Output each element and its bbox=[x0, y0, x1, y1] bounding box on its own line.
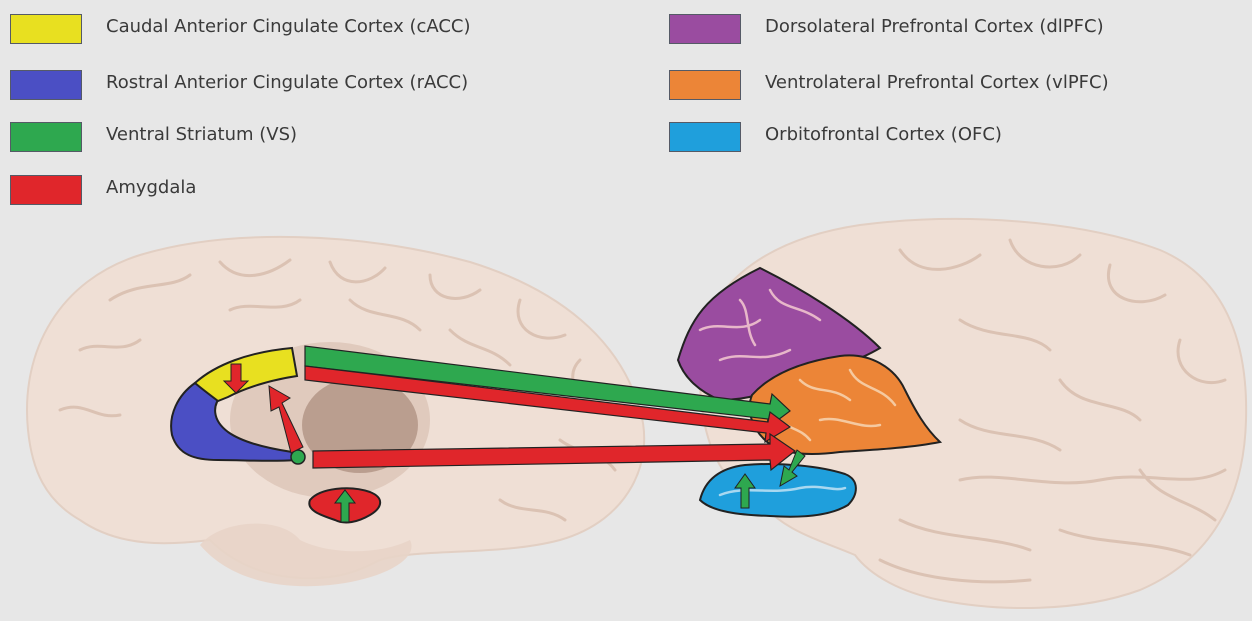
legend-label-ofc: Orbitofrontal Cortex (OFC) bbox=[765, 124, 1002, 145]
legend-swatch-racc bbox=[10, 70, 82, 100]
legend-swatch-amygdala bbox=[10, 175, 82, 205]
legend-label-vlpfc: Ventrolateral Prefrontal Cortex (vlPFC) bbox=[765, 72, 1109, 93]
medial-brain-view bbox=[27, 237, 644, 586]
ofc-region bbox=[700, 464, 856, 517]
legend-swatch-cacc bbox=[10, 14, 82, 44]
legend-swatch-vlpfc bbox=[669, 70, 741, 100]
legend-swatch-vs bbox=[10, 122, 82, 152]
legend-label-amygdala: Amygdala bbox=[106, 177, 196, 198]
legend-swatch-dlpfc bbox=[669, 14, 741, 44]
legend-swatch-ofc bbox=[669, 122, 741, 152]
legend-label-vs: Ventral Striatum (VS) bbox=[106, 124, 297, 145]
legend-label-racc: Rostral Anterior Cingulate Cortex (rACC) bbox=[106, 72, 468, 93]
legend-label-dlpfc: Dorsolateral Prefrontal Cortex (dlPFC) bbox=[765, 16, 1104, 37]
legend-label-cacc: Caudal Anterior Cingulate Cortex (cACC) bbox=[106, 16, 471, 37]
